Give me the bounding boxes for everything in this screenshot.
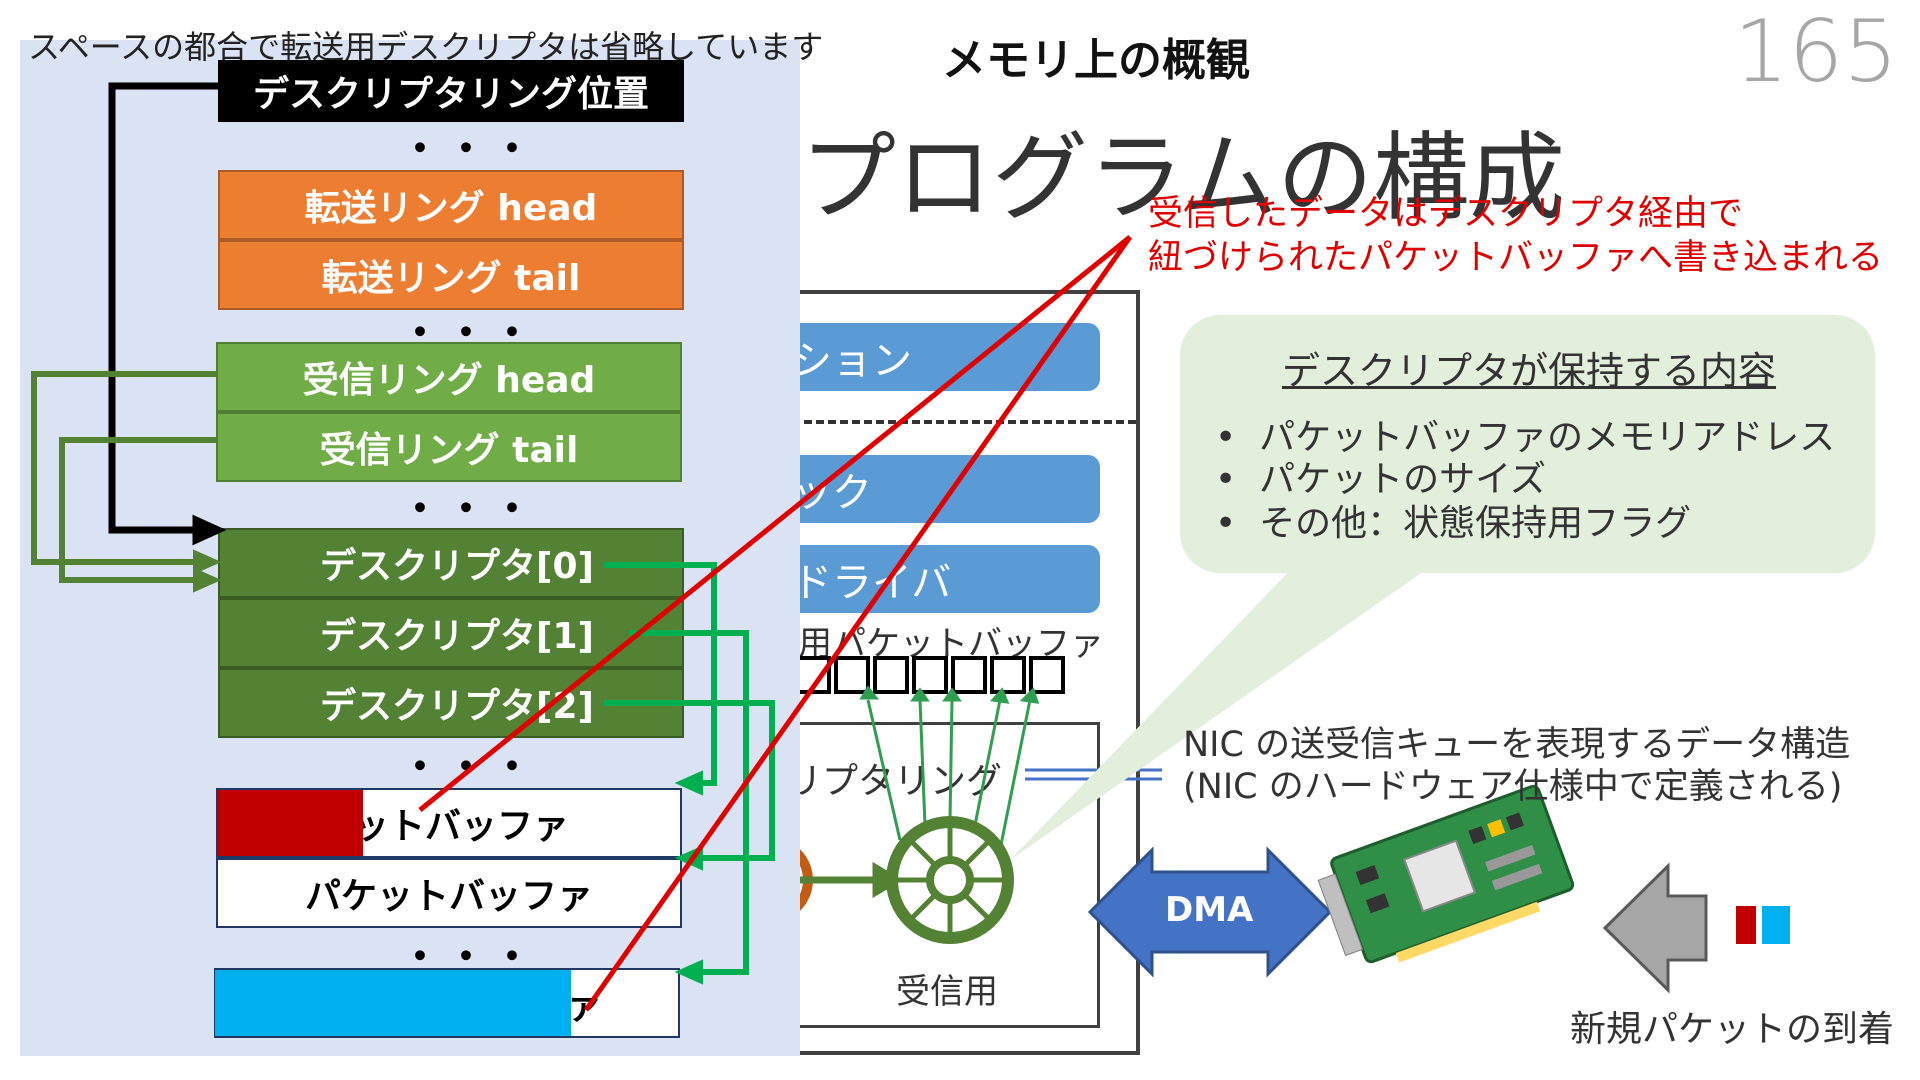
buffer-cell [951,656,987,694]
ellipsis: ・・・ [400,744,538,790]
page-number: 165 [1733,2,1898,102]
ring-position-arrow [108,82,227,546]
buffer-cell [834,656,870,694]
rx-ring-head-block: 受信リング head [216,342,682,412]
packet-red-icon [1736,906,1756,944]
ellipsis: ・・・ [400,126,538,172]
tx-ring-head-block: 転送リング head [218,170,684,240]
space-note: スペースの都合で転送用デスクリプタは省略しています [28,28,824,66]
rx-ring-tail-block: 受信リング tail [216,412,682,482]
ellipsis: ・・・ [400,486,538,532]
callout-item: • パケットのサイズ [1215,459,1547,500]
descriptor-contents-callout [1180,315,1875,573]
write-path-red-lines [418,235,1133,1012]
descriptor-ring-position-block: デスクリプタリング位置 [218,60,684,122]
received-data-cyan-fill [215,970,571,1036]
callout-item: • パケットバッファのメモリアドレス [1215,417,1836,458]
buffer-cell [990,656,1026,694]
rx-tail-arrow [59,437,222,593]
callout-item: • その他：状態保持用フラグ [1215,503,1692,544]
ring-link-arrow [800,861,903,899]
callout-title: デスクリプタが保持する内容 [1282,349,1777,393]
buffer-cell [873,656,909,694]
descriptor-ring-caption: リプタリング [786,761,1003,802]
driver-bar: ドライバ [780,545,1100,613]
dma-label: DMA [1165,890,1254,930]
descriptor-to-buffer-arrows [604,562,775,985]
slide-title: プログラムの構成 [800,122,1566,234]
packet-arrival-label: 新規パケットの到着 [1570,1009,1895,1050]
tx-ring-tail-block: 転送リング tail [218,240,684,310]
buffer-cell [1029,656,1065,694]
memory-overview-title: メモリ上の概観 [942,35,1250,86]
nic-card-icon [1317,784,1575,964]
data-structure-description: NIC の送受信キューを表現するデータ構造 (NIC のハードウェア仕様中で定義… [1183,725,1851,807]
received-data-note: 受信したデータはデスクリプタ経由で 紐づけられたパケットバッファへ書き込まれる [1148,194,1884,278]
incoming-packet-arrow [1602,862,1708,994]
rx-ring-label: 受信用 [896,972,998,1012]
descriptor-ring-box [780,722,1100,1028]
received-data-red-fill [218,790,363,856]
buffer-cell [912,656,948,694]
packet-buffer-block-1: パケットバッファ [216,858,682,928]
packet-cyan-icon [1762,906,1790,944]
ring-to-buffer-arrows [859,685,1040,851]
stack-bar: ック [780,455,1100,523]
descriptor-1-block: デスクリプタ[1] [218,598,684,668]
rx-head-arrow [31,371,222,575]
kernel-boundary-dashed-line [780,420,1136,424]
